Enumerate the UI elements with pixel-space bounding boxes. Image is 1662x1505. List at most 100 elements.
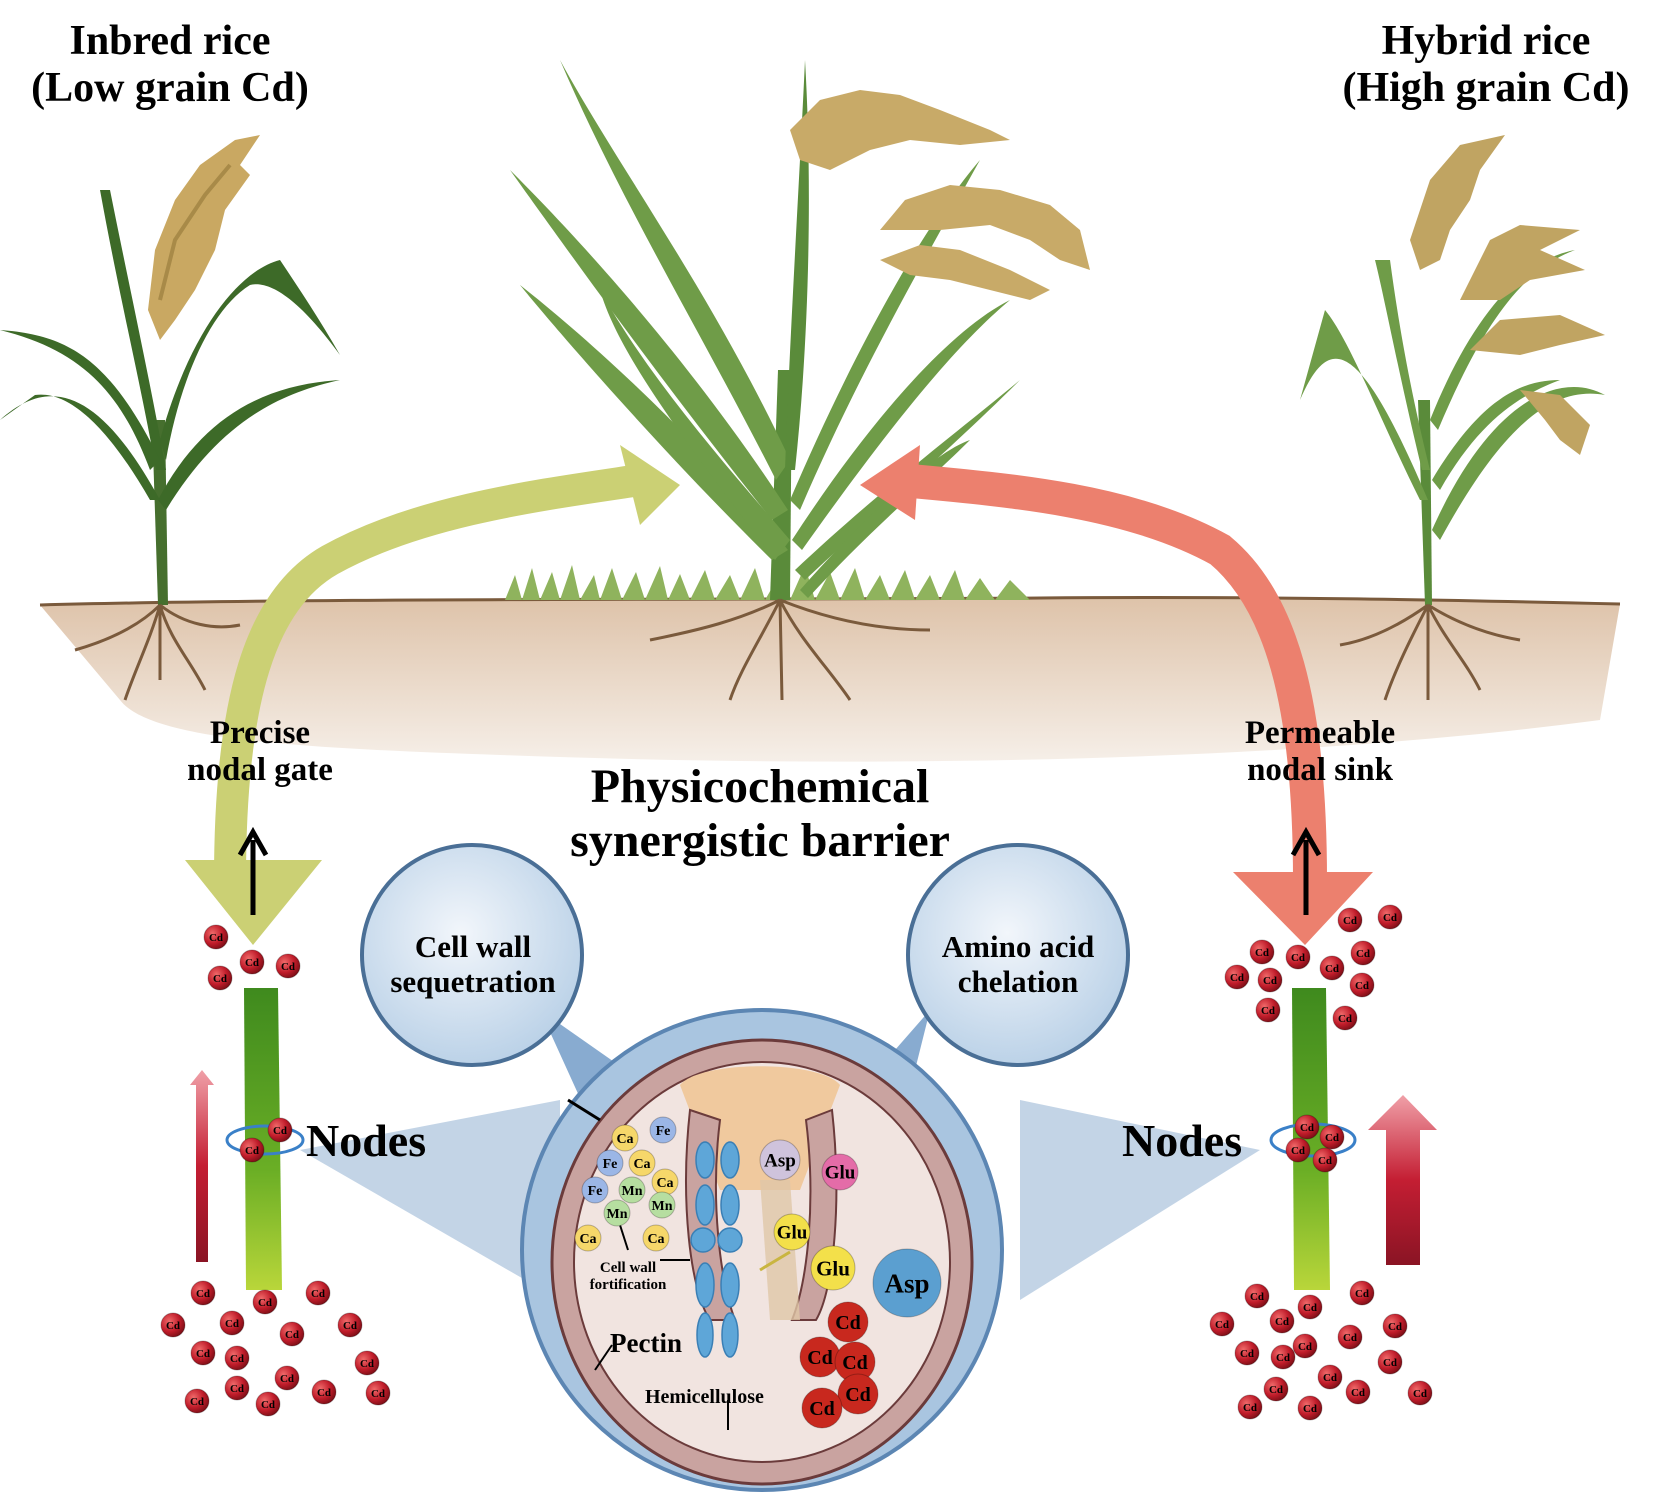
svg-text:Ca: Ca xyxy=(656,1176,673,1191)
fortification-line2: fortification xyxy=(589,1276,667,1293)
cell-cd-ion: Cd xyxy=(837,1373,879,1415)
cd-ion: Cd xyxy=(255,1391,281,1417)
cd-ion: Cd xyxy=(190,1340,216,1366)
amino-acid-asp: Asp xyxy=(872,1248,942,1318)
center-title: Physicochemical synergistic barrier xyxy=(520,760,1000,868)
right-nodes-label: Nodes xyxy=(1122,1115,1243,1166)
cd-ion: Cd xyxy=(1350,940,1376,966)
svg-text:Cd: Cd xyxy=(285,1329,299,1341)
cd-ion: Cd xyxy=(1255,997,1281,1023)
svg-text:Cd: Cd xyxy=(1303,1302,1317,1314)
svg-text:Cd: Cd xyxy=(258,1297,272,1309)
left-nodes-label: Nodes xyxy=(306,1115,427,1166)
inbred-rice-title: Inbred rice (Low grain Cd) xyxy=(10,18,330,112)
cd-ion: Cd xyxy=(1319,1124,1345,1150)
cd-ion: Cd xyxy=(1257,967,1283,993)
svg-text:Cd: Cd xyxy=(1291,1145,1305,1157)
svg-text:Cd: Cd xyxy=(845,1384,871,1406)
svg-text:Cd: Cd xyxy=(1413,1388,1427,1400)
cd-ion: Cd xyxy=(239,1137,265,1163)
svg-text:Cd: Cd xyxy=(842,1352,868,1374)
pectin-chains xyxy=(690,1141,743,1358)
svg-text:Cd: Cd xyxy=(1383,1357,1397,1369)
cd-ion: Cd xyxy=(219,1310,245,1336)
svg-text:Cd: Cd xyxy=(1250,1291,1264,1303)
svg-text:Asp: Asp xyxy=(884,1268,929,1298)
mineral-ion-ca: Ca xyxy=(651,1168,679,1196)
cd-ion: Cd xyxy=(1349,972,1375,998)
svg-text:Cd: Cd xyxy=(1355,1288,1369,1300)
precise-nodal-gate-label: Precise nodal gate xyxy=(150,715,370,789)
svg-text:Cd: Cd xyxy=(835,1312,861,1334)
svg-text:Ca: Ca xyxy=(579,1232,596,1247)
svg-text:Fe: Fe xyxy=(656,1124,671,1139)
svg-text:Cd: Cd xyxy=(209,932,223,944)
svg-text:Cd: Cd xyxy=(1338,1013,1352,1025)
cell-cd-ion: Cd xyxy=(834,1341,876,1383)
fortification-line1: Cell wall xyxy=(599,1260,657,1276)
hybrid-title-line1: Hybrid rice xyxy=(1381,18,1591,64)
svg-text:Cd: Cd xyxy=(311,1288,325,1300)
center-title-line2: synergistic barrier xyxy=(570,813,950,867)
cd-ion: Cd xyxy=(365,1380,391,1406)
pectin-label: Pectin xyxy=(610,1328,682,1358)
mineral-ion-ca: Ca xyxy=(611,1124,639,1152)
cell-wall-fortification-label: Cell wall fortification xyxy=(573,1260,683,1294)
svg-text:Cd: Cd xyxy=(1325,963,1339,975)
cd-ion: Cd xyxy=(1237,1394,1263,1420)
svg-text:Cd: Cd xyxy=(1300,1122,1314,1134)
cell-cd-ion: Cd xyxy=(801,1387,843,1429)
cd-ion: Cd xyxy=(224,1375,250,1401)
svg-text:Mn: Mn xyxy=(652,1199,673,1214)
cd-ion: Cd xyxy=(224,1345,250,1371)
cd-ion: Cd xyxy=(239,949,265,975)
cd-ion: Cd xyxy=(279,1321,305,1347)
gate-line1: Precise xyxy=(209,715,311,751)
center-title-line1: Physicochemical xyxy=(590,760,930,813)
grass-tufts xyxy=(505,565,1030,600)
cd-ion: Cd xyxy=(1263,1376,1289,1402)
svg-text:Ca: Ca xyxy=(647,1232,664,1247)
cd-ion: Cd xyxy=(1332,1005,1358,1031)
red-curved-arrow xyxy=(860,445,1373,945)
amino-acid-glu: Glu xyxy=(810,1245,856,1291)
svg-text:Cd: Cd xyxy=(281,961,295,973)
svg-text:Cd: Cd xyxy=(1323,1372,1337,1384)
svg-text:Glu: Glu xyxy=(777,1223,808,1244)
svg-text:Cd: Cd xyxy=(1355,980,1369,992)
svg-text:Cd: Cd xyxy=(1269,1384,1283,1396)
cell-wall-sequestration-label: Cell wall sequetration xyxy=(368,929,578,999)
svg-text:Cd: Cd xyxy=(1303,1403,1317,1415)
cd-ion: Cd xyxy=(1234,1340,1260,1366)
cd-ion: Cd xyxy=(1294,1114,1320,1140)
svg-text:Cd: Cd xyxy=(1343,1332,1357,1344)
svg-text:Cd: Cd xyxy=(360,1358,374,1370)
left-uptake-arrow xyxy=(190,1070,214,1262)
cd-ion: Cd xyxy=(275,953,301,979)
hybrid-rice-plant xyxy=(1300,135,1605,701)
hybrid-title-line2: (High grain Cd) xyxy=(1342,65,1630,112)
svg-text:Ca: Ca xyxy=(616,1132,633,1147)
svg-text:Cd: Cd xyxy=(225,1318,239,1330)
svg-text:Cd: Cd xyxy=(1351,1387,1365,1399)
inbred-title-line1: Inbred rice xyxy=(69,18,271,64)
bubble-right-line2: chelation xyxy=(957,963,1079,999)
svg-text:Mn: Mn xyxy=(622,1184,643,1199)
svg-text:Cd: Cd xyxy=(196,1348,210,1360)
svg-text:Asp: Asp xyxy=(764,1151,796,1172)
sink-line1: Permeable xyxy=(1244,715,1396,751)
cd-ion: Cd xyxy=(1377,904,1403,930)
svg-text:Cd: Cd xyxy=(1263,975,1277,987)
svg-text:Cd: Cd xyxy=(190,1396,204,1408)
mineral-ion-ca: Ca xyxy=(574,1224,602,1252)
svg-text:Cd: Cd xyxy=(1318,1155,1332,1167)
green-curved-arrow xyxy=(185,445,680,945)
sink-line2: nodal sink xyxy=(1247,751,1393,788)
inbred-title-line2: (Low grain Cd) xyxy=(31,65,309,112)
svg-text:Cd: Cd xyxy=(1343,915,1357,927)
svg-text:Cd: Cd xyxy=(261,1399,275,1411)
left-stem xyxy=(225,988,305,1290)
right-uptake-arrow xyxy=(1368,1095,1437,1265)
svg-text:Cd: Cd xyxy=(166,1320,180,1332)
